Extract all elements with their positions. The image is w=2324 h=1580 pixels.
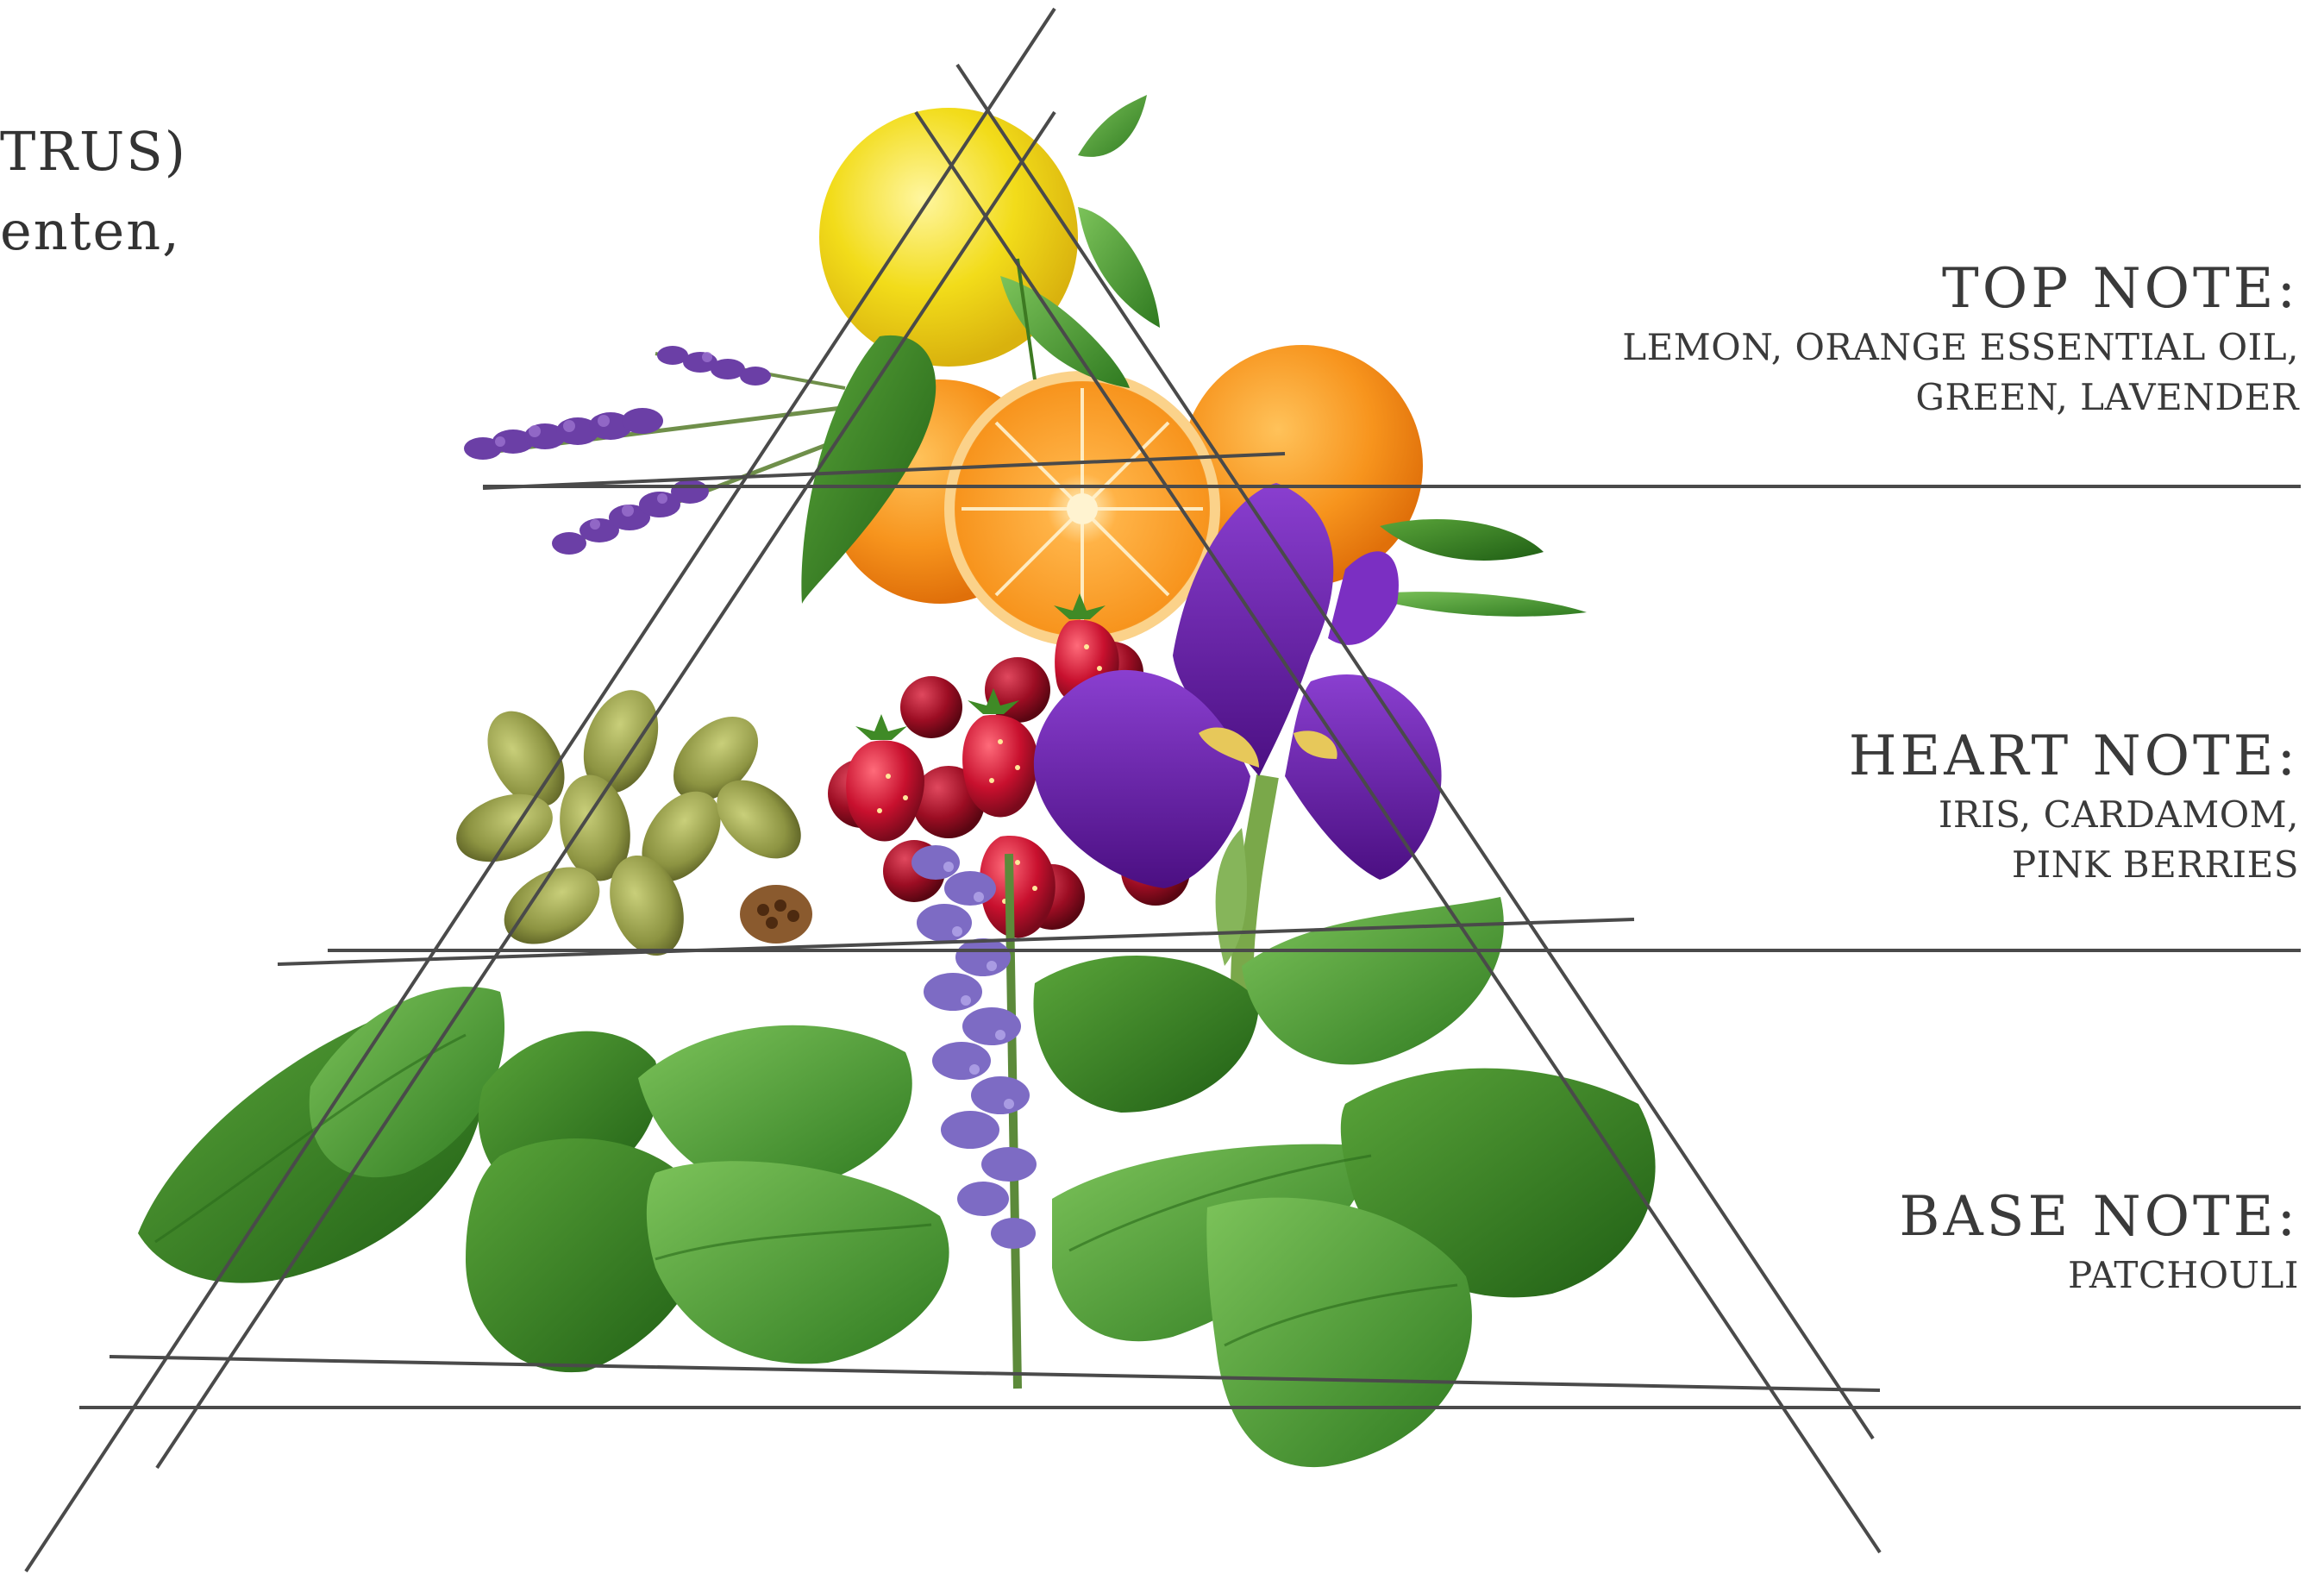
intro-text-fragment: TRUS) enten, [0,112,187,271]
top-note-items-line-2: GREEN, LAVENDER [1437,373,2299,423]
heart-note-title: HEART NOTE: [1437,723,2299,790]
heart-note-items-line-1: IRIS, CARDAMOM, [1437,790,2299,840]
top-tier-illustration [464,95,1587,647]
cardamom-pods [447,680,816,966]
base-tier-illustration [138,845,1656,1467]
top-note-label: TOP NOTE: LEMON, ORANGE ESSENTIAL OIL, G… [1437,255,2299,423]
top-note-title: TOP NOTE: [1437,255,2299,323]
base-note-items-line-1: PATCHOULI [1437,1251,2299,1301]
intro-line-2: enten, [0,191,187,271]
heart-note-label: HEART NOTE: IRIS, CARDAMOM, PINK BERRIES [1437,723,2299,890]
lavender-sprigs [464,346,862,555]
base-note-label: BASE NOTE: PATCHOULI [1437,1183,2299,1301]
top-note-items-line-1: LEMON, ORANGE ESSENTIAL OIL, [1437,323,2299,373]
base-note-title: BASE NOTE: [1437,1183,2299,1251]
intro-line-1: TRUS) [0,112,187,191]
heart-note-items-line-2: PINK BERRIES [1437,840,2299,890]
